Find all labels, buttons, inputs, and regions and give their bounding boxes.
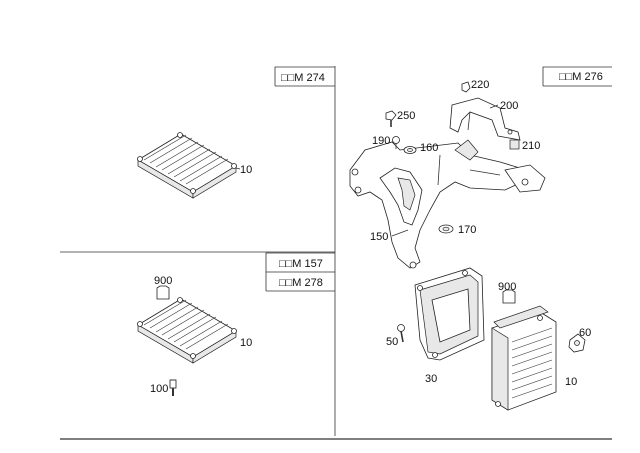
ecu-unit-right [491, 305, 557, 411]
model-tag-top-right: □□M 276 [542, 66, 612, 87]
callout-ecu-top-left: 10 [240, 164, 252, 176]
bracket-upper [449, 97, 521, 141]
callout-nut-250: 250 [397, 110, 415, 122]
callout-ecu-mid-left: 10 [240, 337, 252, 349]
callout-clip-210: 210 [522, 140, 540, 152]
housing-30 [414, 267, 485, 361]
callout-screw-50: 50 [386, 336, 398, 348]
connector-60 [568, 333, 586, 353]
screw-50 [397, 324, 405, 343]
callout-housing: 30 [425, 373, 437, 385]
callout-screw-left: 100 [150, 383, 168, 395]
label-sticker-right [502, 289, 516, 304]
callout-bracket-main: 150 [370, 231, 388, 243]
svg-text:□□M 278: □□M 278 [279, 277, 323, 289]
svg-text:□□M 276: □□M 276 [559, 71, 603, 83]
callout-bracket-upper: 200 [500, 100, 518, 112]
callout-connector-60: 60 [579, 327, 591, 339]
clip-220 [461, 81, 471, 93]
svg-text:□□M 157: □□M 157 [279, 258, 323, 270]
bolt-190 [392, 136, 400, 149]
clip-210 [509, 139, 520, 150]
model-tag-mid-2: □□M 278 [265, 272, 335, 292]
callout-label-right: 900 [498, 281, 516, 293]
ecu-unit-mid-left [137, 297, 237, 364]
callout-grommet-160: 160 [420, 142, 438, 154]
label-sticker-left [156, 285, 170, 300]
callout-ecu-right: 10 [565, 376, 577, 388]
ecu-unit-top-left [137, 132, 237, 199]
callout-clip-220: 220 [471, 79, 489, 91]
grommet-160 [403, 146, 417, 154]
callout-grommet-170: 170 [458, 224, 476, 236]
svg-text:□□M 274: □□M 274 [281, 72, 325, 84]
callout-label-left: 900 [154, 275, 172, 287]
screw-left [169, 379, 177, 396]
grommet-170 [438, 224, 454, 234]
callout-bolt-190: 190 [372, 135, 390, 147]
model-tag-mid-1: □□M 157 [265, 252, 335, 273]
model-tag-top-left: □□M 274 [274, 66, 335, 87]
bracket-main [349, 139, 546, 269]
nut-250 [385, 110, 397, 127]
